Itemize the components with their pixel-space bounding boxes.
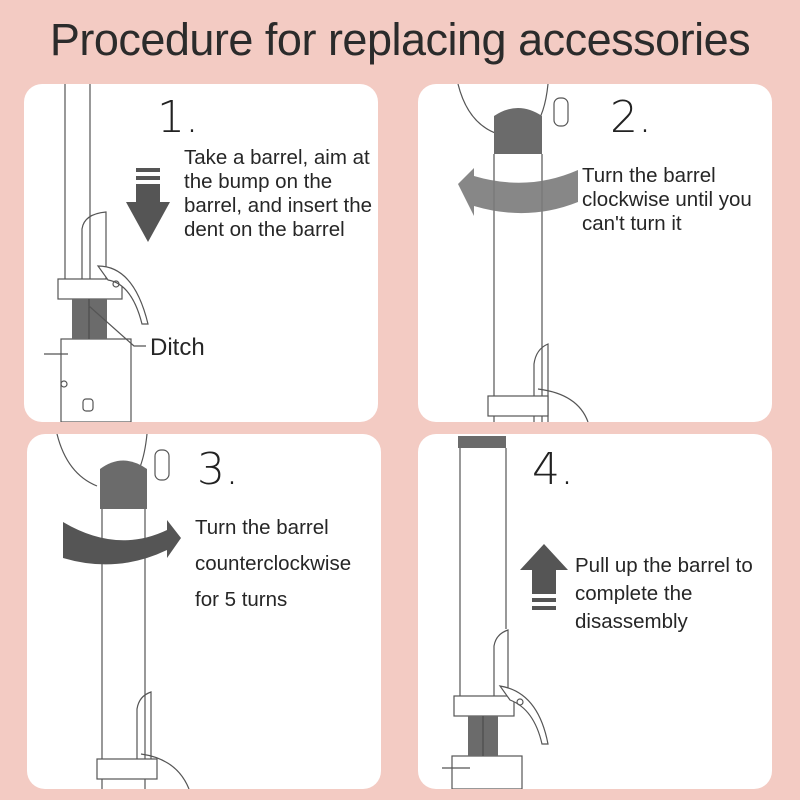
step-2-panel: 2. Turn the barrel clockwise until you c… [418, 84, 772, 422]
curling-iron-illustration [44, 84, 170, 422]
step-number: 3. [197, 444, 239, 495]
step-instruction: Turn the barrel counterclockwise for 5 t… [195, 516, 352, 611]
arrow-up-icon [520, 544, 568, 610]
step-number: 2. [610, 92, 652, 143]
curling-iron-illustration [457, 84, 589, 422]
page-title: Procedure for replacing accessories [49, 14, 751, 65]
step-4-panel: 4. Pull up the barrel to complete the di… [418, 434, 772, 789]
ditch-label: Ditch [150, 334, 205, 361]
step-instruction: Turn the barrel clockwise until you can'… [582, 164, 752, 235]
curling-iron-illustration [56, 434, 190, 789]
curling-iron-illustration [442, 436, 568, 789]
step-instruction: Take a barrel, aim at the bump on the ba… [184, 146, 373, 241]
step-3-panel: 3. Turn the barrel counterclockwise for … [27, 434, 381, 789]
rotate-clockwise-icon [458, 168, 578, 216]
step-number: 4. [532, 444, 574, 495]
step-number: 1. [157, 92, 199, 143]
step-1-panel: 1. Take a barrel, aim at the bump on the… [24, 84, 378, 422]
arrow-down-icon [126, 168, 170, 242]
rotate-counterclockwise-icon [63, 520, 181, 565]
step-instruction: Pull up the barrel to complete the disas… [575, 554, 753, 633]
